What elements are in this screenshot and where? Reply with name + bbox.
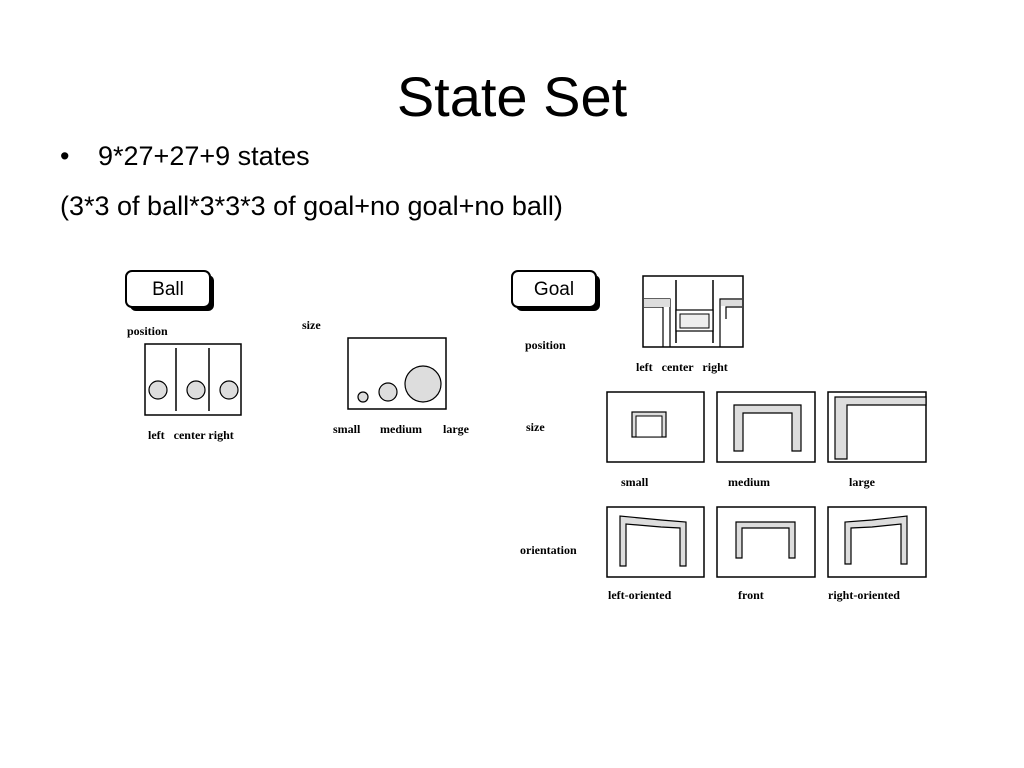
goal-orientation-left-diagram	[606, 506, 705, 578]
ball-size-diagram	[347, 337, 447, 410]
goal-orientation-front-diagram	[716, 506, 816, 578]
goal-orientation-caption-right: right-oriented	[828, 588, 900, 602]
goal-tag-box	[511, 270, 600, 311]
goal-position-captions: left center right	[636, 360, 728, 374]
bullet-icon: •	[60, 141, 70, 171]
ball-position-label: position	[127, 324, 168, 338]
ball-tag: Ball	[152, 279, 184, 300]
goal-size-small-diagram	[606, 391, 705, 463]
goal-orientation-caption-left: left-oriented	[608, 588, 672, 602]
goal-tag: Goal	[533, 279, 575, 300]
goal-position-label: position	[525, 338, 566, 352]
ball-size-label: size	[302, 318, 321, 332]
bullet-item: • 9*27+27+9 states	[60, 138, 310, 174]
goal-orientation-caption-front: front	[738, 588, 764, 602]
ball-tag-box	[125, 270, 214, 311]
goal-size-caption-large: large	[849, 475, 875, 489]
slide-title: State Set	[396, 65, 628, 128]
ball-position-diagram	[144, 343, 242, 416]
goal-size-medium-diagram	[716, 391, 816, 463]
goal-position-diagram	[642, 275, 744, 348]
goal-orientation-label: orientation	[520, 543, 577, 557]
ball-position-captions: left center right	[148, 428, 234, 442]
ball-size-caption-small: small	[333, 422, 361, 436]
ball-size-caption-medium: medium	[380, 422, 422, 436]
goal-size-large-diagram	[827, 391, 927, 463]
ball-size-caption-large: large	[443, 422, 469, 436]
goal-size-label: size	[526, 420, 545, 434]
goal-size-caption-small: small	[621, 475, 649, 489]
bullet-explanation: (3*3 of ball*3*3*3 of goal+no goal+no ba…	[60, 191, 563, 221]
bullet-text: 9*27+27+9 states	[98, 141, 310, 171]
goal-orientation-right-diagram	[827, 506, 927, 578]
goal-size-caption-medium: medium	[728, 475, 770, 489]
